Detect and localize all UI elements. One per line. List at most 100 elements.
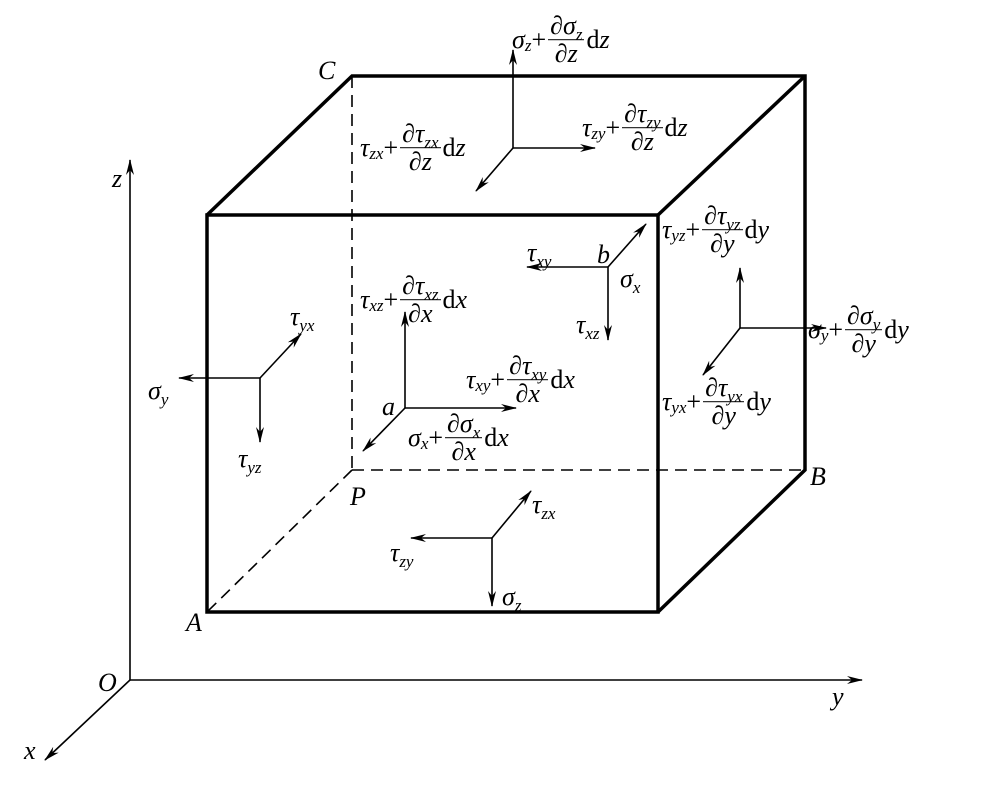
subscript: xy <box>531 365 547 385</box>
partial-fraction: ∂τzy∂z <box>622 99 663 157</box>
variable: z <box>643 127 654 157</box>
variable: x <box>464 437 476 467</box>
subscript: yx <box>299 316 315 335</box>
denominator: ∂x <box>516 379 540 409</box>
subscript: yx <box>727 387 743 407</box>
subscript: x <box>632 278 641 297</box>
variable: y <box>897 315 909 344</box>
symbol: σ <box>148 376 161 405</box>
differential: d <box>744 215 758 244</box>
label-tau-zy-bottom: τzy <box>390 540 413 571</box>
label-tau-zx-bottom: τzx <box>532 492 555 523</box>
denominator: ∂y <box>851 329 876 359</box>
numerator: ∂σx <box>445 409 483 442</box>
differential: d <box>442 285 456 314</box>
subscript: y <box>160 390 169 409</box>
symbol: τ <box>521 351 532 381</box>
stress-arrows <box>178 49 827 607</box>
partial-sign: ∂ <box>630 127 644 157</box>
label-sigma-z-bottom: σz <box>502 582 521 615</box>
symbol: τ <box>415 119 425 149</box>
label-sigma-y-left: σy <box>148 376 168 409</box>
label-tau-yz-left: τyz <box>238 446 261 477</box>
subscript: x <box>472 423 481 443</box>
denominator: ∂x <box>408 300 432 328</box>
variable: x <box>563 365 575 394</box>
denominator: ∂z <box>408 147 432 177</box>
partial-sign: ∂ <box>624 99 638 129</box>
differential: d <box>586 25 600 54</box>
numerator: ∂σz <box>548 11 585 44</box>
point-A: A <box>186 608 202 637</box>
subscript: y <box>820 326 829 345</box>
partial-sign: ∂ <box>847 301 860 331</box>
subscript: x <box>420 434 429 453</box>
label-tau-xy-b: τxy <box>527 238 551 271</box>
differential: d <box>884 315 898 344</box>
symbol: τ <box>527 238 537 267</box>
symbol: τ <box>717 373 728 403</box>
subscript: xy <box>475 376 491 395</box>
variable: z <box>567 39 578 69</box>
denominator: ∂y <box>712 401 736 431</box>
numerator: ∂τyx <box>703 373 745 406</box>
hidden-edges <box>206 76 805 613</box>
subscript: zx <box>369 144 384 163</box>
point-B: B <box>810 462 826 491</box>
variable: y <box>864 329 876 359</box>
point-O: O <box>98 668 117 697</box>
symbol: τ <box>637 99 647 129</box>
partial-sign: ∂ <box>710 229 723 259</box>
subscript: y <box>872 315 881 335</box>
plus-sign: + <box>685 215 701 244</box>
symbol: τ <box>466 365 476 394</box>
subscript: z <box>514 596 522 615</box>
plus-sign: + <box>383 285 399 314</box>
plus-sign: + <box>428 423 444 452</box>
subscript: z <box>524 36 532 55</box>
symbol: τ <box>717 201 727 231</box>
subscript: xz <box>369 296 384 315</box>
numerator: ∂τzx <box>400 119 441 152</box>
partial-fraction: ∂σy∂y <box>845 301 883 359</box>
variable: z <box>455 133 466 162</box>
subscript: z <box>575 25 583 45</box>
partial-sign: ∂ <box>554 39 568 69</box>
plus-sign: + <box>605 113 621 142</box>
plus-sign: + <box>686 387 702 416</box>
label-tau-xz-b: τxz <box>576 312 599 343</box>
plus-sign: + <box>531 25 547 54</box>
variable: x <box>528 379 540 409</box>
variable: y <box>757 215 770 244</box>
partial-sign: ∂ <box>408 147 422 177</box>
variable: y <box>724 401 736 431</box>
partial-fraction: ∂τxy∂x <box>507 351 549 409</box>
symbol: σ <box>502 582 515 611</box>
partial-sign: ∂ <box>509 351 522 381</box>
label-sigma-x-b: σx <box>620 266 640 297</box>
subscript: zy <box>591 124 606 143</box>
plus-sign: + <box>490 365 506 394</box>
symbol: τ <box>662 387 672 416</box>
front-face <box>205 213 660 614</box>
subscript: zy <box>646 113 661 133</box>
symbol: σ <box>562 11 576 41</box>
symbol: σ <box>512 25 525 54</box>
subscript: xz <box>424 285 439 305</box>
numerator: ∂τxz <box>400 272 441 304</box>
partial-fraction: ∂τxz∂x <box>400 272 441 328</box>
variable: x <box>497 423 509 452</box>
partial-sign: ∂ <box>447 409 460 439</box>
partial-fraction: ∂τzx∂z <box>400 119 441 177</box>
symbol: τ <box>360 285 370 314</box>
denominator: ∂z <box>554 39 578 69</box>
symbol: τ <box>582 113 592 142</box>
subscript: zy <box>399 552 414 571</box>
